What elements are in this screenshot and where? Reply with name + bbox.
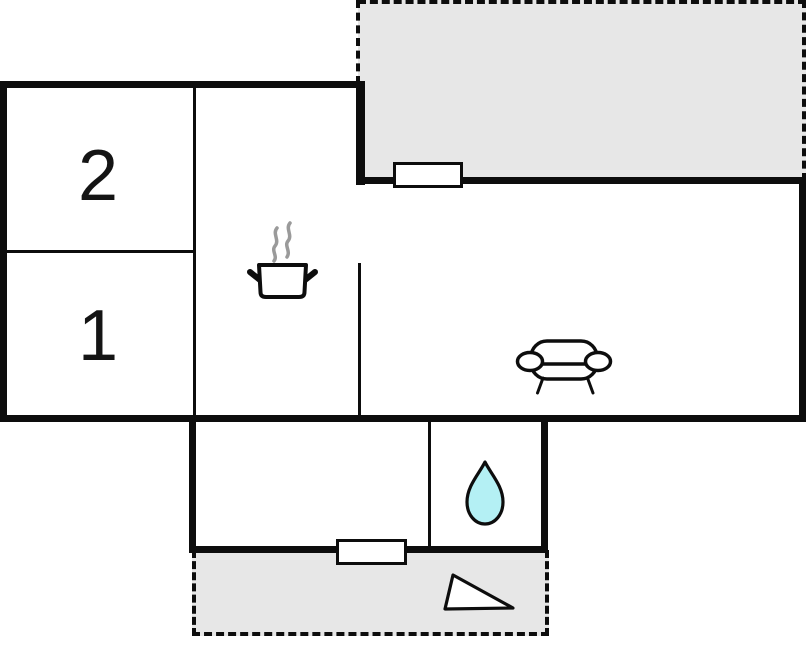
stairs-triangle-icon xyxy=(443,573,515,611)
wall-hall-left xyxy=(189,415,196,553)
water-drop-icon xyxy=(465,460,505,526)
wall-kitchen-living-divider xyxy=(358,263,361,415)
window-marker-top xyxy=(393,162,463,188)
wall-bathroom-right xyxy=(541,415,548,553)
sofa-icon xyxy=(515,339,613,395)
wall-bedrooms-divider xyxy=(7,250,193,253)
wall-left xyxy=(0,81,7,422)
terrace-top xyxy=(358,0,806,181)
cooking-pot-icon xyxy=(247,221,318,299)
wall-terrace-vertical xyxy=(356,81,365,185)
wall-top xyxy=(0,81,365,88)
room-label-bedroom-2: 2 xyxy=(77,136,119,216)
terrace-top-left-dash xyxy=(356,0,360,84)
wall-bottom-main xyxy=(0,415,806,422)
wall-living-top xyxy=(356,177,806,184)
wall-hall-bathroom-divider xyxy=(428,422,431,546)
room-label-bedroom-1: 1 xyxy=(77,296,119,376)
door-marker-entrance xyxy=(336,539,407,565)
steam-icon xyxy=(271,221,292,263)
wall-bedrooms-kitchen xyxy=(193,88,196,415)
wall-right xyxy=(799,177,806,422)
